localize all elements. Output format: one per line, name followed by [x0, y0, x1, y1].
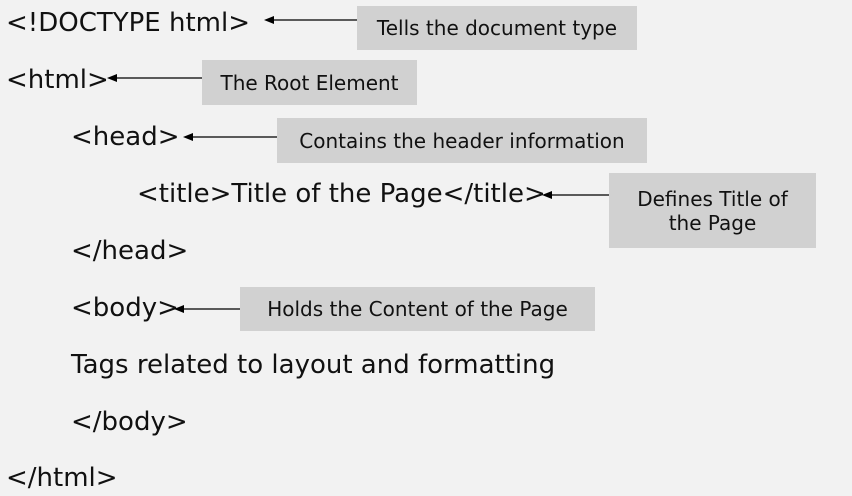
html-arrow: [107, 74, 202, 82]
head-close-line: </head>: [71, 236, 189, 266]
title-annotation-line1: Defines Title of: [637, 186, 788, 211]
body-arrow: [174, 305, 240, 313]
head-open-line: <head>: [71, 122, 180, 152]
body-content-line: Tags related to layout and formatting: [71, 350, 556, 380]
html-annotation: The Root Element: [202, 60, 417, 105]
body-close-line: </body>: [71, 407, 188, 437]
title-annotation: Defines Title of the Page: [609, 173, 816, 248]
html-close-line: </html>: [6, 463, 118, 493]
head-arrow: [183, 133, 277, 141]
doctype-annotation: Tells the document type: [357, 6, 637, 50]
doctype-annotation-text: Tells the document type: [376, 16, 618, 40]
doctype-line: <!DOCTYPE html>: [6, 8, 250, 38]
title-arrow: [542, 191, 609, 199]
doctype-arrow: [264, 16, 357, 24]
head-annotation: Contains the header information: [277, 118, 647, 163]
title-line: <title>Title of the Page</title>: [137, 179, 546, 209]
title-annotation-line2: the Page: [668, 210, 757, 235]
head-annotation-text: Contains the header information: [299, 128, 625, 153]
body-annotation: Holds the Content of the Page: [240, 287, 595, 331]
body-open-line: <body>: [71, 293, 179, 323]
html-annotation-text: The Root Element: [220, 70, 399, 95]
body-annotation-text: Holds the Content of the Page: [267, 297, 568, 321]
html-open-line: <html>: [6, 65, 109, 95]
